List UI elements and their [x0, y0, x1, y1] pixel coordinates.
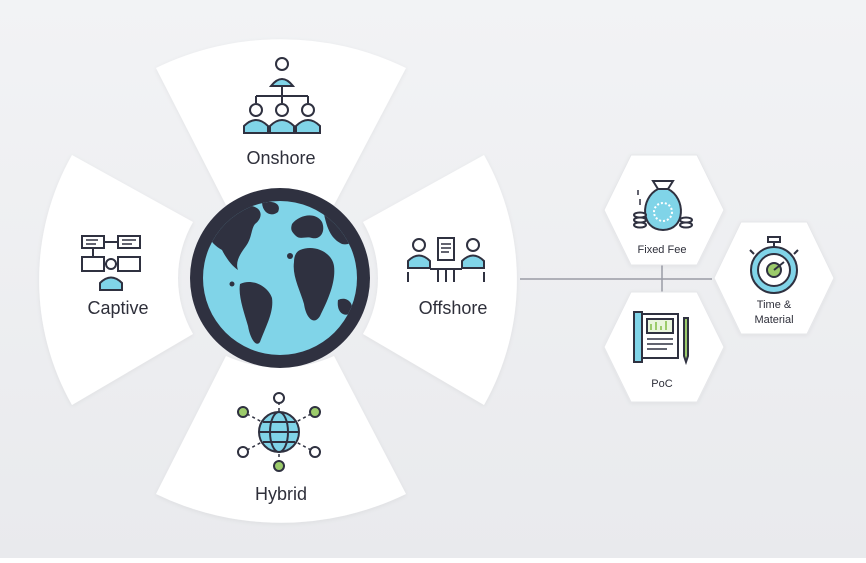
globe-icon — [190, 188, 370, 368]
org-chart-icon — [243, 57, 321, 134]
poc-label: PoC — [651, 378, 672, 390]
hybrid-label: Hybrid — [255, 484, 307, 504]
meeting-team-icon — [407, 237, 485, 282]
money-bag-icon — [633, 180, 693, 232]
petal-offshore[interactable] — [363, 155, 517, 405]
hex-poc[interactable]: PoC — [603, 291, 725, 403]
stopwatch-icon — [749, 236, 799, 294]
blueprint-chart-icon — [633, 311, 689, 366]
time-material-label-line1: Time & — [757, 299, 792, 311]
hex-fixed-fee[interactable]: Fixed Fee — [603, 154, 725, 266]
time-material-label-line2: Material — [754, 314, 793, 326]
onshore-label: Onshore — [246, 148, 315, 168]
hex-time-material[interactable]: Time & Material — [713, 221, 835, 335]
flowchart-team-icon — [81, 235, 141, 291]
captive-label: Captive — [87, 298, 148, 318]
network-globe-icon — [237, 392, 321, 472]
offshore-label: Offshore — [419, 298, 488, 318]
fixed-fee-label: Fixed Fee — [638, 244, 687, 256]
